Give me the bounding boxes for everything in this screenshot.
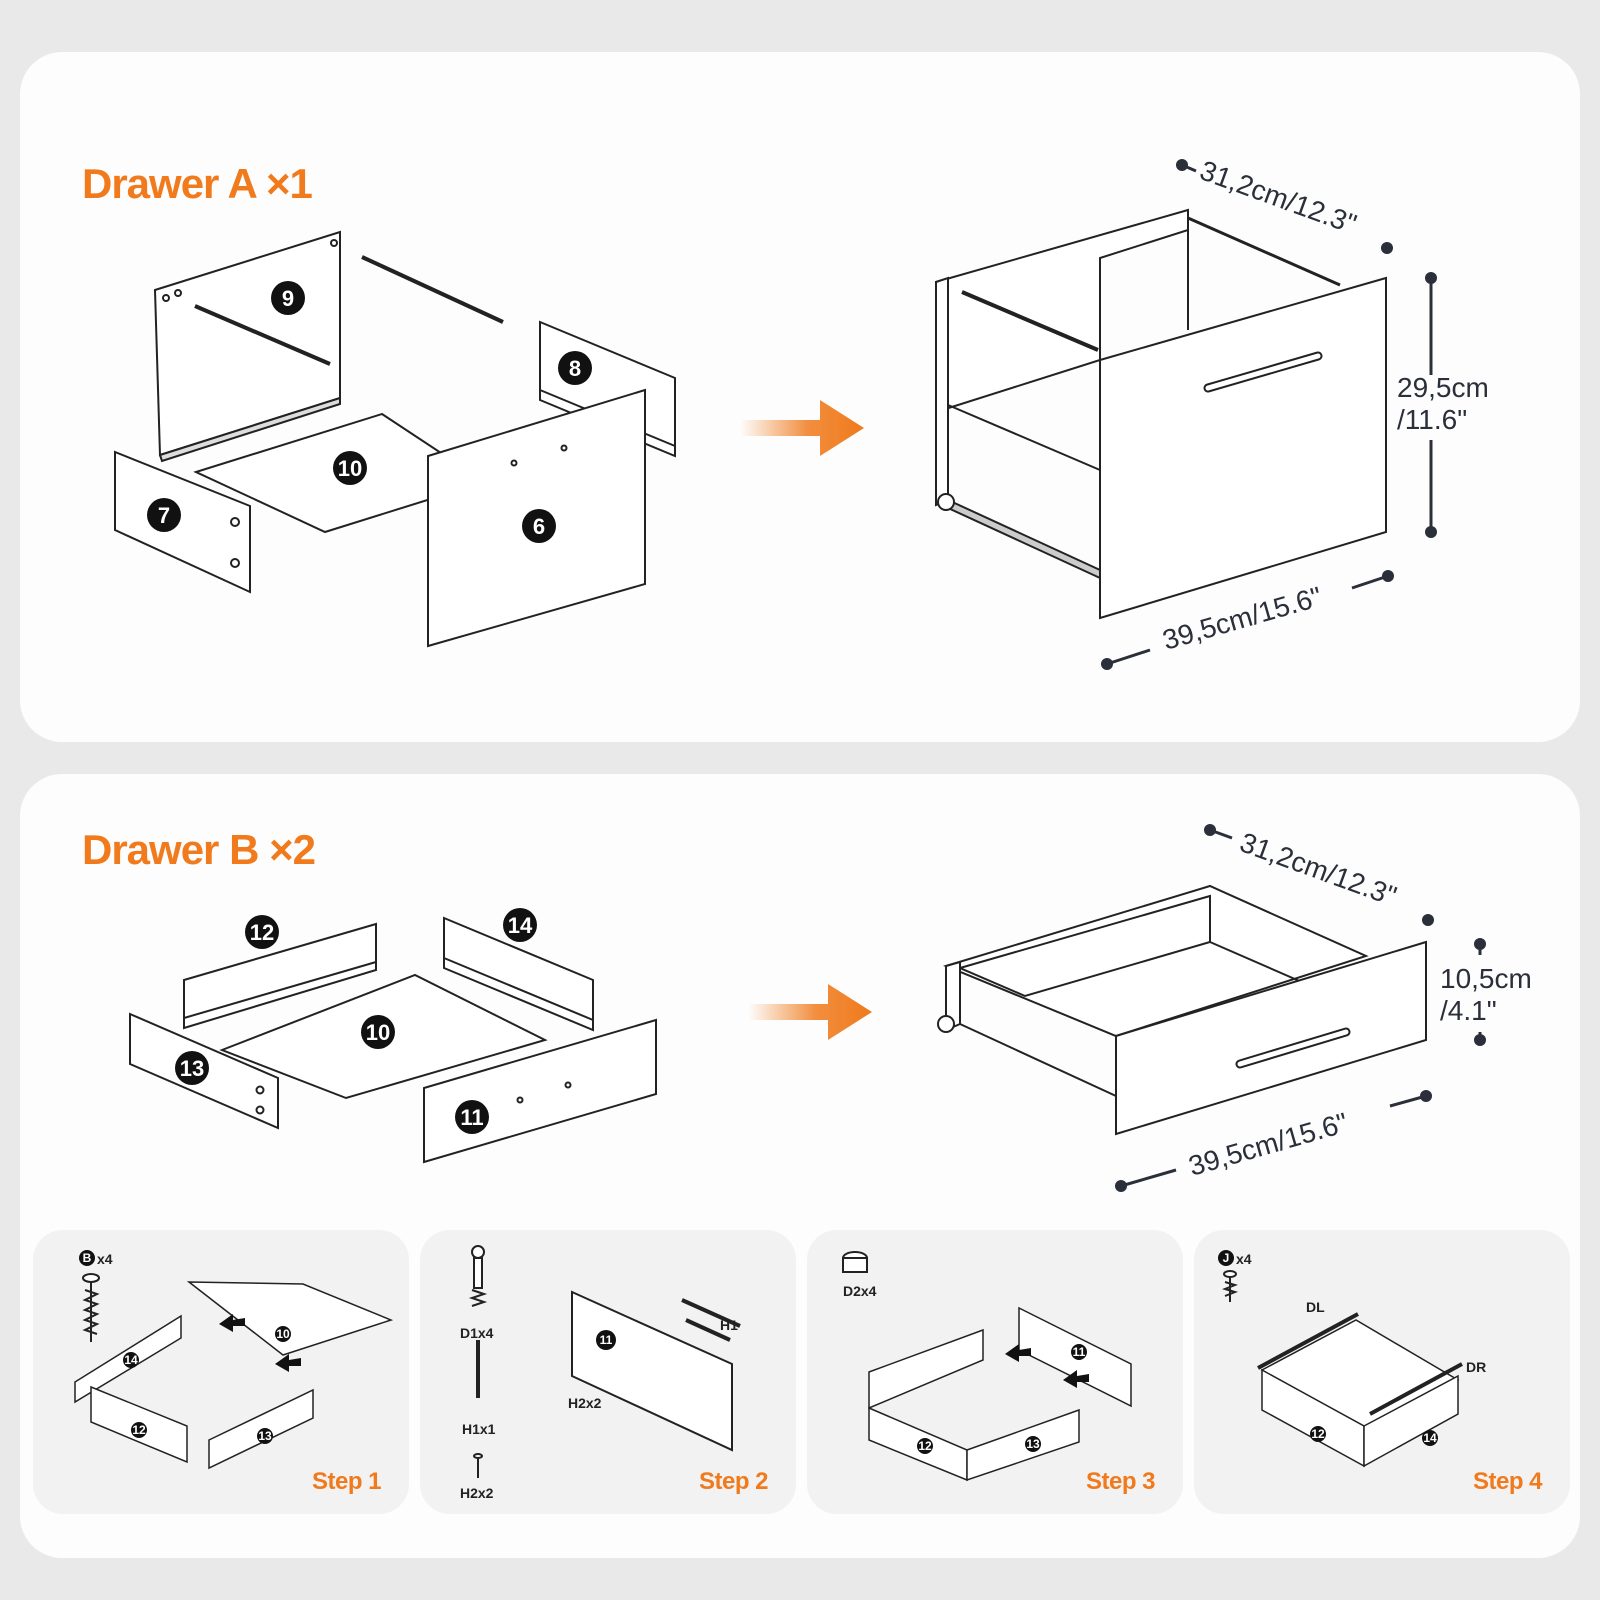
- drawer-a-title: Drawer A ×1: [82, 160, 313, 207]
- svg-text:12: 12: [250, 920, 274, 945]
- step-4-diagram: J x4 DL DR 12 14: [1218, 1250, 1486, 1468]
- svg-text:9: 9: [282, 286, 294, 311]
- drawer-a-dimensions: [1101, 159, 1437, 670]
- hardware-d1-label: D1x4: [460, 1325, 494, 1341]
- drawer-b-width-label: 39,5cm/15.6": [1185, 1107, 1351, 1182]
- part-7-side-panel: [114, 450, 251, 594]
- svg-text:12: 12: [918, 1439, 932, 1453]
- svg-text:11: 11: [460, 1105, 483, 1130]
- step-4-card: J x4 DL DR 12 14 Step 4: [1194, 1230, 1570, 1514]
- cam-lock-icon: [842, 1251, 868, 1273]
- callout-h2: H2x2: [568, 1395, 602, 1411]
- drawer-b-height-label: 10,5cm: [1440, 963, 1532, 994]
- svg-text:14: 14: [124, 1353, 138, 1367]
- svg-text:x4: x4: [1236, 1251, 1252, 1267]
- svg-text:7: 7: [158, 503, 170, 528]
- step-3-card: D2x4 11 12 13 Step 3: [807, 1230, 1183, 1514]
- svg-text:12: 12: [1311, 1427, 1325, 1441]
- svg-text:11: 11: [1073, 1345, 1086, 1359]
- screw-icon: [1221, 1270, 1239, 1302]
- svg-text:13: 13: [1026, 1437, 1040, 1451]
- screw-icon: [82, 1273, 100, 1342]
- svg-text:13: 13: [180, 1056, 204, 1081]
- svg-text:8: 8: [569, 356, 581, 381]
- step-3-label: Step 3: [1085, 1468, 1156, 1495]
- callout-dr: DR: [1466, 1359, 1486, 1375]
- svg-text:J: J: [1223, 1251, 1230, 1265]
- step-1-label: Step 1: [311, 1468, 382, 1495]
- step-2-card: D1x4 H1x1 H2x2 H1 H2x2 11 Step 2: [420, 1230, 796, 1514]
- drawer-b-dimensions: [1115, 824, 1486, 1192]
- drawer-b-part-badges: 12 14 10 13 11: [175, 908, 537, 1134]
- cam-bolt-icon: [468, 1245, 488, 1307]
- svg-text:14: 14: [1423, 1431, 1437, 1445]
- arrow-icon: [219, 1314, 245, 1332]
- assembly-arrow-icon: [748, 984, 872, 1040]
- step-4-label: Step 4: [1472, 1468, 1543, 1495]
- drawer-a-assembled: [935, 208, 1387, 620]
- svg-text:10: 10: [366, 1020, 390, 1045]
- arrow-icon: [1063, 1370, 1089, 1388]
- svg-text:10: 10: [276, 1327, 290, 1341]
- svg-text:B: B: [83, 1251, 92, 1265]
- callout-dl: DL: [1306, 1299, 1325, 1315]
- drawer-b-assembled: [937, 884, 1427, 1136]
- hardware-d2-label: D2x4: [843, 1283, 877, 1299]
- step-2-diagram: D1x4 H1x1 H2x2 H1 H2x2 11: [460, 1245, 741, 1501]
- part-12-back-panel: [183, 922, 377, 1030]
- svg-text:6: 6: [533, 514, 545, 539]
- drawer-b-height-inch-label: /4.1": [1440, 995, 1497, 1026]
- part-14-side-panel: [443, 916, 594, 1032]
- svg-text:12: 12: [132, 1423, 146, 1437]
- drawer-b-depth-label: 31,2cm/12.3": [1236, 827, 1401, 912]
- hardware-h1-label: H1x1: [462, 1421, 496, 1437]
- step-3-diagram: D2x4 11 12 13: [842, 1251, 1132, 1482]
- step-2-label: Step 2: [698, 1468, 769, 1495]
- drawer-b-title: Drawer B ×2: [82, 826, 316, 873]
- svg-text:10: 10: [338, 456, 362, 481]
- callout-h1: H1: [720, 1317, 738, 1333]
- svg-text:14: 14: [508, 913, 533, 938]
- arrow-icon: [275, 1354, 301, 1372]
- svg-text:x4: x4: [97, 1251, 113, 1267]
- assembly-arrow-icon: [740, 400, 864, 456]
- hardware-h2-label: H2x2: [460, 1485, 494, 1501]
- svg-text:11: 11: [600, 1333, 613, 1347]
- rod: [361, 255, 504, 324]
- drawer-a-part-badges: 9 8 10 7 6: [147, 281, 592, 543]
- drawer-a-height-label: 29,5cm: [1397, 372, 1489, 403]
- small-screw-icon: [473, 1453, 483, 1478]
- svg-text:13: 13: [258, 1429, 272, 1443]
- step-1-card: B x4 14 10 12 13 Step 1: [33, 1230, 409, 1514]
- step-1-diagram: B x4 14 10 12 13: [74, 1250, 394, 1470]
- drawer-a-height-inch-label: /11.6": [1397, 404, 1467, 435]
- arrow-icon: [1005, 1344, 1031, 1362]
